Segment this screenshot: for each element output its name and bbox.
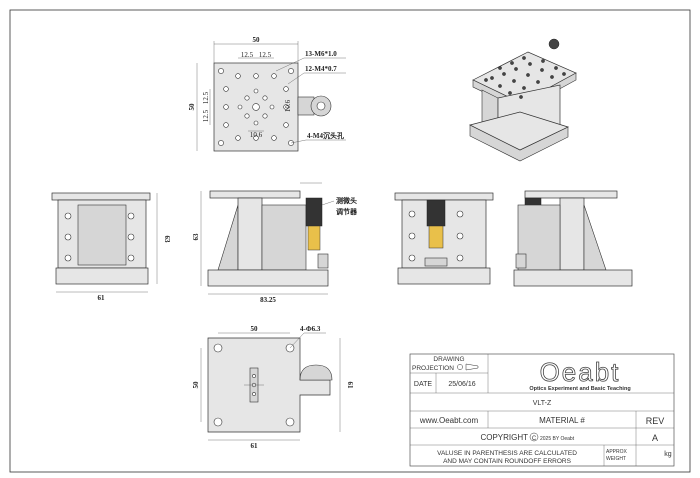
iso-holes — [484, 56, 566, 99]
side-view-top-plate — [209, 190, 301, 199]
title-note-line2: AND MAY CONTAIN ROUNDOFF ERRORS — [443, 458, 572, 465]
front-view-screws — [64, 212, 135, 262]
side-view-dim-height: 63 — [192, 233, 200, 241]
side-view: 测微头 调节器 83.25 63 — [192, 182, 358, 304]
projection-symbol-icon — [457, 363, 479, 371]
side-view-micrometer — [300, 182, 323, 251]
copyright-symbol-icon: C — [529, 432, 539, 442]
title-drawing-label: DRAWING — [433, 356, 464, 363]
title-logo: Oeabt — [540, 357, 621, 387]
left-side-view — [513, 190, 633, 287]
iso-micrometer-knob — [548, 38, 560, 50]
top-view-dim-v2: 12.5 — [202, 109, 210, 122]
title-projection-label: PROJECTION — [412, 365, 454, 372]
title-part-name: VLT-Z — [533, 400, 552, 407]
front-view: 61 63 — [51, 192, 171, 302]
side-view-callout-line2: 调节器 — [336, 207, 358, 216]
side-view-column — [237, 197, 263, 271]
bottom-view-dim-right: 61 — [346, 382, 354, 390]
title-date-value: 25/06/16 — [448, 381, 475, 388]
rear-view — [394, 192, 494, 285]
bottom-view-center-slot — [244, 367, 264, 403]
title-note-line1: VALUSE IN PARENTHESIS ARE CALCULATED — [437, 450, 577, 457]
sheet-border — [9, 9, 691, 473]
title-weight-label-1: APPROX — [606, 449, 628, 455]
bottom-view-dim-left: 50 — [192, 381, 200, 389]
bottom-view: 50 4-Φ6.3 50 61 61 — [192, 325, 354, 450]
svg-text:C: C — [532, 436, 537, 442]
top-view-dim-v1: 12.5 — [202, 91, 210, 104]
top-view-holes — [218, 68, 294, 146]
title-material-label: MATERIAL # — [539, 416, 585, 425]
top-view-dim-side-right: 10.6 — [284, 99, 292, 112]
title-copyright-year: 2025 BY Oeabt — [540, 436, 575, 442]
front-view-top-plate — [51, 192, 151, 201]
front-view-dim-height: 63 — [163, 236, 171, 244]
title-block: DRAWING PROJECTION DATE 25/06/16 Oeabt O… — [409, 353, 675, 467]
bottom-view-dim-top: 50 — [251, 325, 259, 333]
top-view-dim-bottom: 10.6 — [250, 131, 263, 139]
side-view-callout-line1: 测微头 — [336, 196, 357, 205]
title-copyright-label: COPYRIGHT — [480, 433, 528, 442]
bottom-view-dim-bottom: 61 — [251, 442, 259, 450]
top-view-dim-width: 50 — [253, 36, 261, 44]
top-view-dim-height: 50 — [188, 103, 196, 111]
bottom-view-callout-holes: 4-Φ6.3 — [300, 325, 321, 333]
title-rev-value: A — [652, 433, 658, 443]
top-view-callout-m6: 13-M6*1.0 — [305, 50, 337, 58]
top-view-dim-half-left: 12.5 — [241, 51, 254, 59]
top-view-callout-countersink: 4-M4沉头孔 — [307, 131, 344, 140]
front-view-base — [55, 267, 149, 285]
title-weight-unit: kg — [664, 451, 672, 458]
bottom-view-holes — [213, 343, 295, 427]
isometric-view — [469, 38, 577, 162]
bottom-view-plate — [207, 337, 331, 433]
front-view-dim-width: 61 — [98, 294, 106, 302]
top-view-knob-center — [316, 101, 326, 111]
top-view-callout-m4: 12-M4*0.7 — [305, 65, 337, 73]
top-view-dim-half-right: 12.5 — [259, 51, 272, 59]
title-rev-label: REV — [646, 416, 665, 426]
side-view-dim-width: 83.25 — [260, 296, 276, 304]
side-view-base — [207, 269, 329, 287]
title-date-label: DATE — [414, 381, 432, 388]
title-logo-tagline: Optics Experiment and Basic Teaching — [529, 386, 630, 392]
side-view-gusset — [217, 204, 239, 271]
title-website: www.Oeabt.com — [419, 416, 479, 425]
title-weight-label-2: WEIGHT — [606, 456, 626, 462]
top-view: 50 12.5 12.5 50 12.5 12.5 10.6 10.6 13-M… — [188, 36, 346, 152]
